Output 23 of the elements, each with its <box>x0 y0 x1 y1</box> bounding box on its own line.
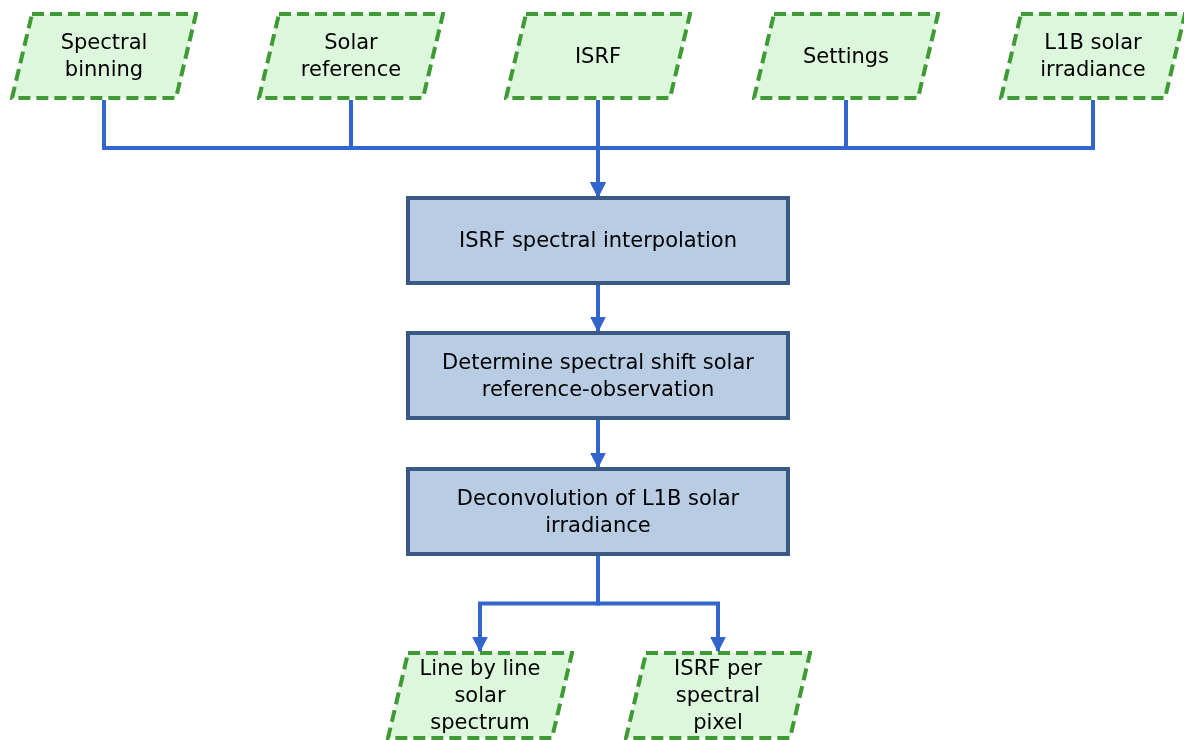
process-box <box>406 467 790 556</box>
node-label: L1B solar irradiance <box>1039 29 1147 83</box>
data-parallelogram <box>504 12 692 100</box>
node-label: ISRF spectral interpolation <box>459 227 737 254</box>
node-label: Line by line solar spectrum <box>418 655 542 736</box>
node-label: Solar reference <box>299 29 403 83</box>
data-parallelogram <box>999 12 1184 100</box>
data-parallelogram <box>10 12 198 100</box>
process-box <box>406 331 790 420</box>
node-label: Deconvolution of L1B solar irradiance <box>455 484 741 539</box>
node-label: ISRF per spectral pixel <box>673 655 763 736</box>
arrow <box>596 556 726 653</box>
data-parallelogram <box>386 651 574 740</box>
node-label: Settings <box>801 42 891 70</box>
process-box <box>406 196 790 285</box>
arrow <box>590 285 606 333</box>
data-parallelogram <box>752 12 940 100</box>
node-label: ISRF <box>573 42 623 70</box>
data-parallelogram <box>257 12 445 100</box>
node-label: Spectral binning <box>59 29 149 83</box>
arrow <box>590 420 606 469</box>
node-label: Determine spectral shift solar reference-observation <box>441 348 755 403</box>
data-parallelogram <box>624 651 812 740</box>
